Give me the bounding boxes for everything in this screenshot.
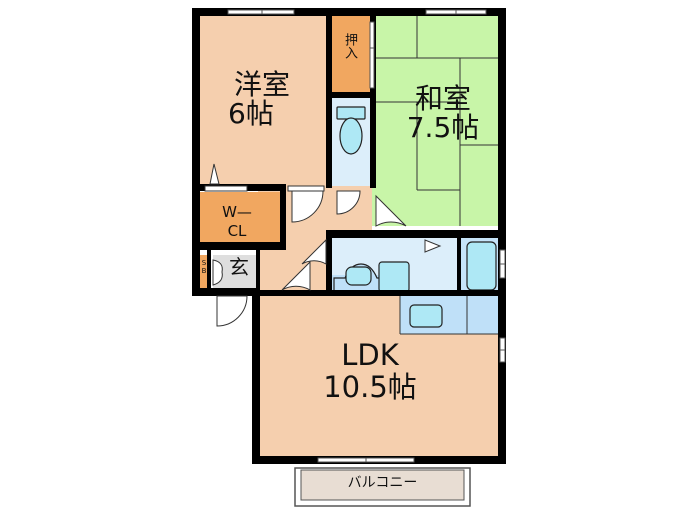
western-room-label: 洋室 6帖	[222, 70, 302, 129]
japanese-room-tatami	[372, 14, 500, 226]
wcl-line1: W—	[222, 203, 252, 221]
doors	[204, 163, 442, 327]
sink-icon	[333, 263, 384, 293]
sb-line1: S	[201, 259, 207, 267]
ldk-name: LDK	[341, 338, 399, 372]
toilet-icon	[336, 106, 366, 155]
wcl-line2: CL	[227, 221, 247, 240]
oshiire-label: 押入	[342, 33, 357, 59]
western-room-floor	[198, 14, 330, 186]
balcony-label: バルコニー	[347, 475, 418, 491]
japanese-room-label: 和室 7.5帖	[393, 84, 493, 143]
stove-icon	[409, 304, 443, 328]
walk-in-closet-label: W— CL	[212, 203, 262, 241]
sb-line2: B	[201, 267, 207, 276]
ldk-size: 10.5帖	[323, 369, 417, 404]
bathtub-icon	[466, 241, 497, 291]
ldk-label: LDK 10.5帖	[305, 338, 435, 404]
windows	[227, 9, 506, 463]
walk-in-closet-floor	[198, 192, 281, 242]
western-room-size: 6帖	[228, 97, 274, 131]
balcony	[294, 467, 471, 507]
western-room-name: 洋室	[233, 68, 290, 101]
japanese-room-size: 7.5帖	[406, 111, 480, 145]
shoe-box-label: S B	[199, 259, 209, 276]
washing-machine-icon	[378, 261, 410, 293]
oshiire-floor	[330, 14, 372, 96]
japanese-room-name: 和室	[414, 82, 471, 115]
entrance-label: 玄	[229, 255, 249, 279]
